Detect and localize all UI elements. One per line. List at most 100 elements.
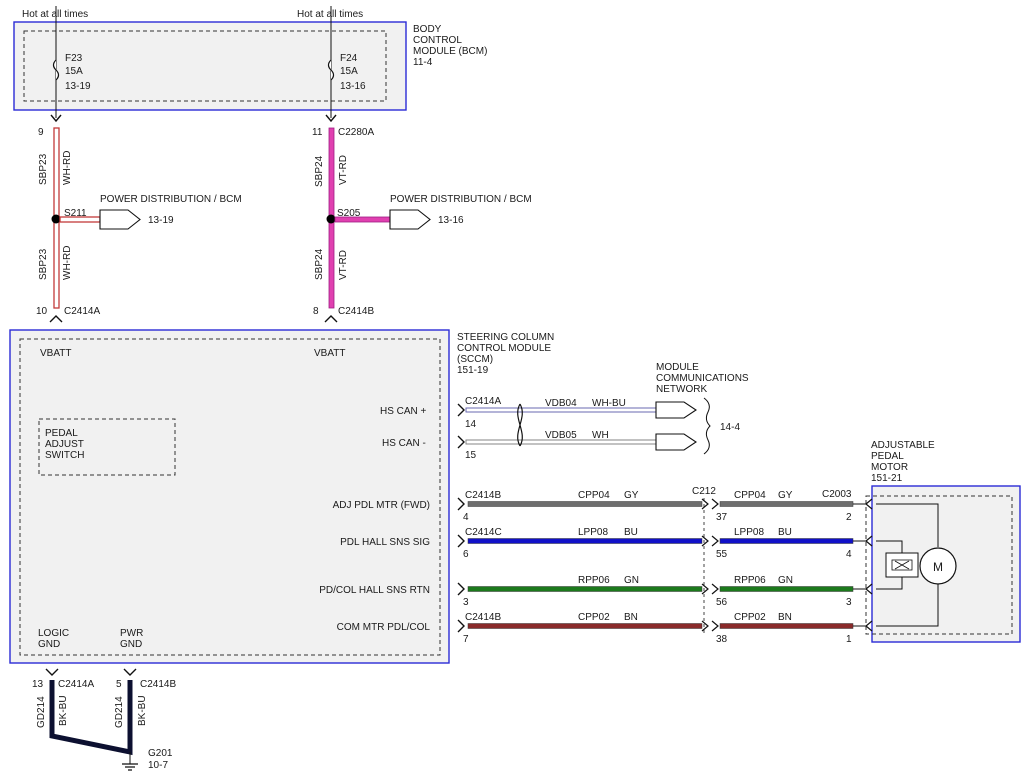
f24-fuse-icon	[327, 59, 335, 81]
vdb04-color: WH-BU	[592, 398, 626, 409]
motor-wire-color2-0: GY	[778, 490, 793, 501]
gnd-left-connector: C2414A	[58, 679, 94, 690]
motor-icon	[919, 547, 957, 585]
right-color-upper: VT-RD	[338, 155, 349, 185]
c212-pin-2: 56	[716, 597, 728, 608]
can-minus-pin-arrow-icon	[457, 435, 465, 449]
motor-connector: C2003	[822, 489, 852, 500]
motor-pin-0: 2	[846, 512, 852, 523]
f24-rating: 15A	[340, 66, 358, 77]
hall-sensor-cross-icon	[894, 560, 910, 570]
vdb04-circuit: VDB04	[545, 398, 577, 409]
sccm-pin-arrow-icon-1	[457, 534, 465, 548]
motor-internal-boundary	[865, 495, 1013, 635]
c212-pin-1: 55	[716, 549, 728, 560]
can-plus-pin: 14	[465, 419, 477, 430]
motor-pin-3: 1	[846, 634, 852, 645]
right-connector-top: C2280A	[338, 127, 374, 138]
hall-sensor-wire-b	[876, 577, 903, 590]
splice-s211-dot	[51, 214, 61, 224]
motor-wire-color-1: BU	[624, 527, 638, 538]
s211-destination-arrow-icon	[99, 209, 141, 230]
f23-ref: 13-19	[65, 81, 91, 92]
gnd-left-pin: 13	[32, 679, 44, 690]
c212-male-arrow-icon-1	[701, 535, 709, 547]
switch-label-1: PEDAL	[45, 428, 78, 439]
wire-cpp02-a	[467, 623, 703, 629]
network-name-1: MODULE	[656, 362, 699, 373]
right-circuit-lower: SBP24	[314, 248, 325, 280]
hot-label-right: Hot at all times	[297, 9, 363, 20]
hot-label-left: Hot at all times	[22, 9, 88, 20]
right-circuit-upper: SBP24	[314, 155, 325, 187]
wire-s211-branch	[59, 216, 101, 223]
motor-pin-1: 4	[846, 549, 852, 560]
c212-female-arrow-icon-2	[711, 583, 719, 595]
logic-gnd-pin-arrow-icon	[45, 668, 59, 676]
motor-symbol: M	[933, 560, 943, 574]
wire-cpp04-b	[719, 501, 854, 507]
wire-cpp04-a	[467, 501, 703, 507]
bcm-internal-boundary	[23, 30, 387, 102]
left-connector-bottom: C2414A	[64, 306, 100, 317]
motor-wire-label-0: ADJ PDL MTR (FWD)	[333, 500, 430, 511]
motor-name-1: ADJUSTABLE	[871, 440, 935, 451]
splice-s205-dot	[326, 214, 336, 224]
motor-wire-pin-0: 4	[463, 512, 469, 523]
f24-label: F24	[340, 53, 358, 64]
switch-label-2: ADJUST	[45, 439, 84, 450]
f23-fuse-icon	[52, 59, 60, 81]
f23-rating: 15A	[65, 66, 83, 77]
can-minus-label: HS CAN -	[382, 438, 426, 449]
right-dest-ref: 13-16	[438, 215, 464, 226]
c212-female-arrow-icon-1	[711, 535, 719, 547]
motor-wire-color2-2: GN	[778, 575, 793, 586]
gnd-right-connector: C2414B	[140, 679, 176, 690]
motor-wire-pin-1: 6	[463, 549, 469, 560]
left-circuit-lower: SBP23	[38, 248, 49, 280]
sccm-vbatt-right: VBATT	[314, 348, 345, 359]
motor-wire-circuit2-2: RPP06	[734, 575, 766, 586]
can-minus-pin: 15	[465, 450, 477, 461]
network-name-2: COMMUNICATIONS	[656, 373, 749, 384]
motor-wire-color-3: BN	[624, 612, 638, 623]
motor-wire-connector-3: C2414B	[465, 612, 501, 623]
left-color-upper: WH-RD	[62, 151, 73, 185]
wire-gd214	[49, 680, 133, 756]
motor-wire-label-1: PDL HALL SNS SIG	[340, 537, 430, 548]
motor-wire-color-0: GY	[624, 490, 639, 501]
motor-wire-circuit-2: RPP06	[578, 575, 610, 586]
sccm-ref: 151-19	[457, 365, 489, 376]
wire-rpp06-b	[719, 586, 854, 592]
motor-wire-circuit2-3: CPP02	[734, 612, 766, 623]
wire-lpp08-a	[467, 538, 703, 544]
wire-lpp08-b	[719, 538, 854, 544]
pedal-adjust-switch-box	[38, 418, 176, 476]
gnd-right-color: BK-BU	[137, 695, 148, 726]
c212-pin-3: 38	[716, 634, 728, 645]
can-plus-network-arrow-icon	[655, 401, 697, 419]
network-ref: 14-4	[720, 422, 740, 433]
right-pin-bottom: 8	[313, 306, 319, 317]
motor-wire-pin-2: 3	[463, 597, 469, 608]
can-plus-pin-arrow-icon	[457, 403, 465, 417]
f23-label: F23	[65, 53, 83, 64]
left-pin-top: 9	[38, 127, 44, 138]
gnd-left-circuit: GD214	[36, 696, 47, 728]
hall-sensor-wire-a	[876, 540, 903, 553]
right-color-lower: VT-RD	[338, 250, 349, 280]
motor-pin-arrow-icon-2	[865, 583, 873, 595]
right-splice: S205	[337, 208, 361, 219]
pwr-gnd-label-1: PWR	[120, 628, 143, 639]
right-connector-bottom: C2414B	[338, 306, 374, 317]
left-color-lower: WH-RD	[62, 246, 73, 280]
bcm-right-pin-arrow-icon	[325, 114, 337, 123]
left-pin-bottom: 10	[36, 306, 48, 317]
motor-name-3: MOTOR	[871, 462, 908, 473]
can-plus-label: HS CAN +	[380, 406, 427, 417]
can-connector: C2414A	[465, 396, 501, 407]
sccm-module-box	[9, 329, 450, 664]
bcm-ref: 11-4	[413, 57, 433, 68]
